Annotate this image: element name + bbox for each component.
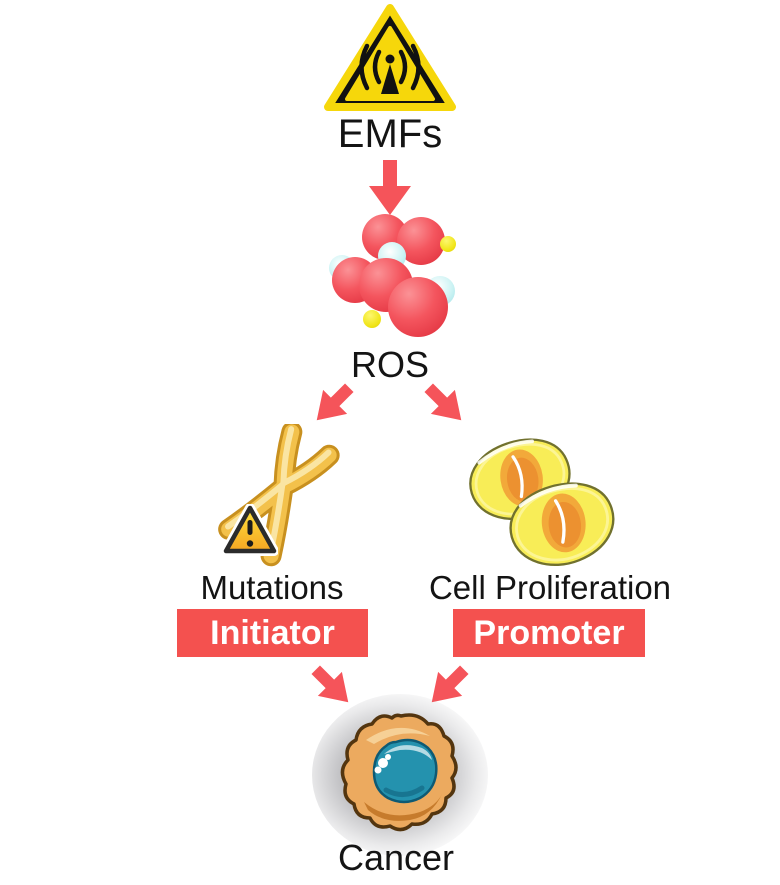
arrow-down-icon xyxy=(369,160,411,215)
molecule-sphere xyxy=(388,277,448,337)
arrow-emfs-to-ros xyxy=(362,159,418,215)
arrow-down-icon xyxy=(311,665,349,703)
arrow-down-icon xyxy=(316,383,354,421)
molecule-electron xyxy=(440,236,456,252)
mutation-warning-icon xyxy=(222,504,278,556)
dividing-cells-icon xyxy=(469,438,615,567)
cancer-cell-icon xyxy=(340,713,458,832)
arrow-down-icon xyxy=(424,383,462,421)
arrow-ros-to-mutations xyxy=(293,364,372,443)
arrow-down-icon xyxy=(431,665,469,703)
initiator-badge: Initiator xyxy=(177,609,368,657)
arrow-ros-to-proliferation xyxy=(405,364,484,443)
cancer-nucleus xyxy=(372,738,438,804)
mutations-label: Mutations xyxy=(200,569,344,606)
ros-molecules-icon xyxy=(322,208,468,350)
promoter-badge: Promoter xyxy=(453,609,645,657)
arrow-mutations-to-cancer xyxy=(292,646,371,725)
ros-label: ROS xyxy=(350,344,429,385)
cell-2 xyxy=(509,482,615,567)
antenna-waves-glyph xyxy=(359,43,421,94)
cell-proliferation-label: Cell Proliferation xyxy=(428,569,672,606)
non-ionizing-radiation-warning-icon xyxy=(324,4,456,111)
molecule-electron xyxy=(363,310,381,328)
arrow-proliferation-to-cancer xyxy=(408,646,487,725)
emfs-label: EMFs xyxy=(337,112,443,156)
exclamation-glyph xyxy=(247,520,253,535)
cancer-label: Cancer xyxy=(337,837,455,878)
